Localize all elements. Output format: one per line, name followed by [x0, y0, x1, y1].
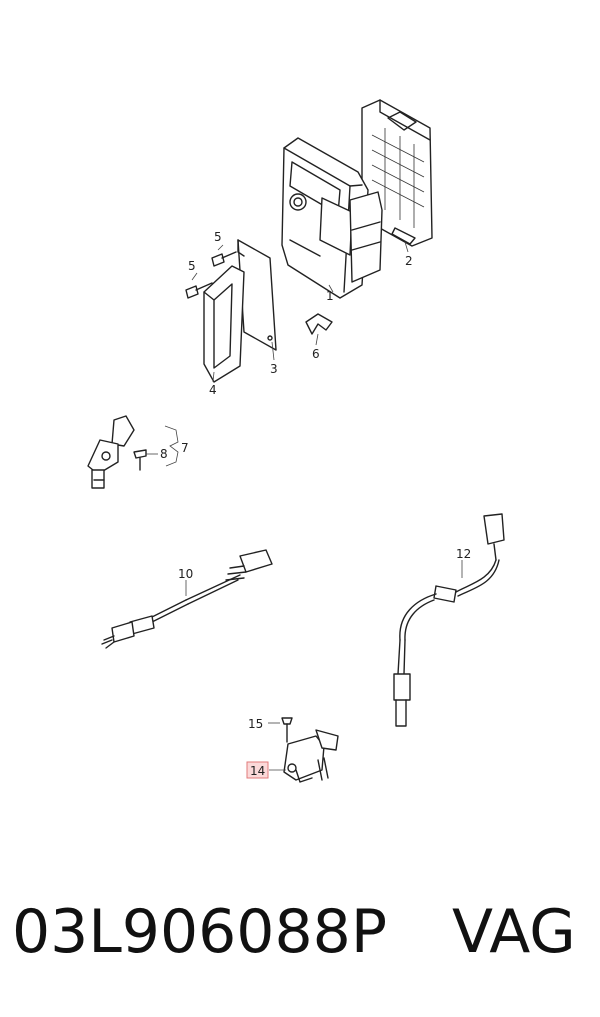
part-14-pressure-sensor	[283, 729, 339, 783]
callout-6: 6	[312, 347, 320, 361]
parts-diagram: 1 2 3 4 5 5 6 7 8 10 12 15 14	[87, 99, 505, 783]
part-1-control-unit	[281, 137, 383, 299]
part-10-lambda-probe	[101, 549, 273, 649]
callout-8: 8	[160, 447, 168, 461]
callout-labels: 1 2 3 4 5 5 6 7 8 10 12 15 14	[160, 230, 471, 779]
part-number-text: 03L906088P	[12, 897, 387, 967]
callout-14: 14	[250, 764, 265, 778]
brand-text: VAG	[452, 897, 576, 967]
callout-1: 1	[326, 289, 334, 303]
part-4-holder	[203, 265, 245, 383]
part-caption: 03L906088P VAG	[0, 892, 600, 982]
callout-5a: 5	[214, 230, 222, 244]
callout-7: 7	[181, 441, 189, 455]
callout-15: 15	[248, 717, 263, 731]
callout-10: 10	[178, 567, 193, 581]
part-5-screws	[185, 251, 237, 299]
part-8-screw	[133, 449, 147, 471]
callout-3: 3	[270, 362, 278, 376]
callout-4: 4	[209, 383, 217, 397]
callout-5b: 5	[188, 259, 196, 273]
part-12-temperature-sensor	[393, 513, 505, 727]
part-15-screw	[281, 717, 293, 743]
callout-14-highlight	[246, 761, 269, 779]
callout-12: 12	[456, 547, 471, 561]
callout-2: 2	[405, 254, 413, 268]
part-6-clip	[305, 313, 333, 335]
part-7-speed-sensor	[87, 415, 135, 489]
